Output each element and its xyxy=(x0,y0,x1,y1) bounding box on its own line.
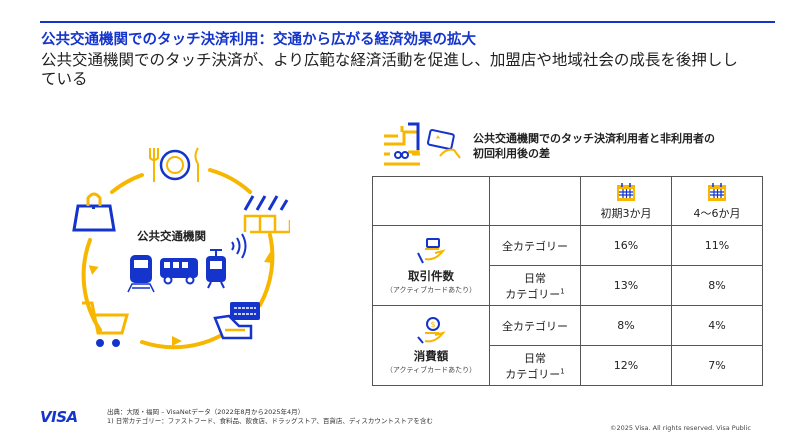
table-row: $ 消費額 （アクティブカードあたり） 全カテゴリー 8% 4% xyxy=(372,305,763,386)
copyright: ©2025 Visa. All rights reserved. Visa Pu… xyxy=(609,424,751,432)
category-line1: 日常 xyxy=(524,271,546,285)
value-cell: 16% xyxy=(580,225,672,266)
metric-label: 消費額 xyxy=(413,348,449,363)
footnotes: 出典：大阪・福岡 – VisaNetデータ（2022年8月から2025年4月） … xyxy=(107,408,433,426)
metric-sublabel: （アクティブカードあたり） xyxy=(385,285,477,294)
comparison-table: 初期3か月 4〜6か月 取引件数 （アクティブカードあたり） 全カテゴリー 16… xyxy=(372,176,763,386)
category-line2: カテゴリー xyxy=(505,287,561,301)
calendar-icon xyxy=(708,182,726,201)
train-icon xyxy=(127,255,155,293)
shopping-bag-icon xyxy=(72,192,116,232)
table-title-line2: 初回利用後の差 xyxy=(473,147,550,160)
category-line2: カテゴリー xyxy=(505,367,561,381)
economic-cycle-diagram xyxy=(72,147,290,350)
category-cell: 日常カテゴリー1 xyxy=(489,345,581,386)
footnote-marker: 1 xyxy=(560,286,565,295)
diagram-center-label: 公共交通機関 xyxy=(137,229,206,243)
metric-spend-cell: $ 消費額 （アクティブカードあたり） xyxy=(372,305,490,386)
metric-sublabel: （アクティブカードあたり） xyxy=(385,365,477,374)
table-row: 取引件数 （アクティブカードあたり） 全カテゴリー 16% 11% xyxy=(372,225,763,306)
value-cell: 12% xyxy=(580,345,672,386)
column-label: 4〜6か月 xyxy=(693,206,741,220)
header-col-first-3-months: 初期3か月 xyxy=(580,176,672,226)
contactless-icon xyxy=(231,233,247,259)
source-note: 出典：大阪・福岡 – VisaNetデータ（2022年8月から2025年4月） xyxy=(107,408,305,416)
arrow-up-right xyxy=(258,233,275,307)
value-cell: 13% xyxy=(580,265,672,306)
office-seat-icon xyxy=(213,302,260,340)
factory-icon xyxy=(243,195,290,234)
table-title-line1: 公共交通機関でのタッチ決済利用者と非利用者の xyxy=(473,132,715,145)
hand-coin-icon: $ xyxy=(417,316,446,344)
header-col-4-6-months: 4〜6か月 xyxy=(671,176,763,226)
shopping-cart-icon xyxy=(82,301,129,347)
footnote-1: 1) 日常カテゴリー：ファストフード、食料品、飲食店、ドラッグストア、百貨店、デ… xyxy=(107,417,433,425)
bus-icon xyxy=(160,258,198,285)
footnote-marker: 1 xyxy=(560,366,565,375)
value-cell: 8% xyxy=(671,265,763,306)
table-title: 公共交通機関でのタッチ決済利用者と非利用者の 初回利用後の差 xyxy=(473,131,715,161)
page-title: 公共交通機関でのタッチ決済利用：交通から広がる経済効果の拡大 xyxy=(41,32,476,48)
table-header-row: 初期3か月 4〜6か月 xyxy=(372,176,763,226)
header-rule xyxy=(40,21,775,23)
transit-card-payment-icon xyxy=(384,122,461,166)
calendar-icon xyxy=(617,182,635,201)
metric-label: 取引件数 xyxy=(408,268,454,283)
value-cell: 11% xyxy=(671,225,763,266)
value-cell: 8% xyxy=(580,305,672,346)
hand-card-icon xyxy=(417,237,446,263)
category-cell: 日常カテゴリー1 xyxy=(489,265,581,306)
dining-icon xyxy=(149,147,199,182)
column-label: 初期3か月 xyxy=(600,206,652,220)
visa-logo: VISA xyxy=(40,408,78,426)
category-line1: 日常 xyxy=(524,351,546,365)
category-cell: 全カテゴリー xyxy=(489,305,581,346)
tram-icon xyxy=(206,249,226,289)
value-cell: 4% xyxy=(671,305,763,346)
table-row: 日常カテゴリー1 12% 7% xyxy=(373,345,763,386)
category-cell: 全カテゴリー xyxy=(489,225,581,266)
header-empty-cell xyxy=(372,176,490,226)
page-subtitle: 公共交通機関でのタッチ決済が、より広範な経済活動を促進し、加盟店や地域社会の成長… xyxy=(41,51,738,88)
metric-transactions-cell: 取引件数 （アクティブカードあたり） xyxy=(372,225,490,306)
value-cell: 7% xyxy=(671,345,763,386)
svg-text:$: $ xyxy=(430,320,435,329)
header-empty-cell xyxy=(489,176,581,226)
